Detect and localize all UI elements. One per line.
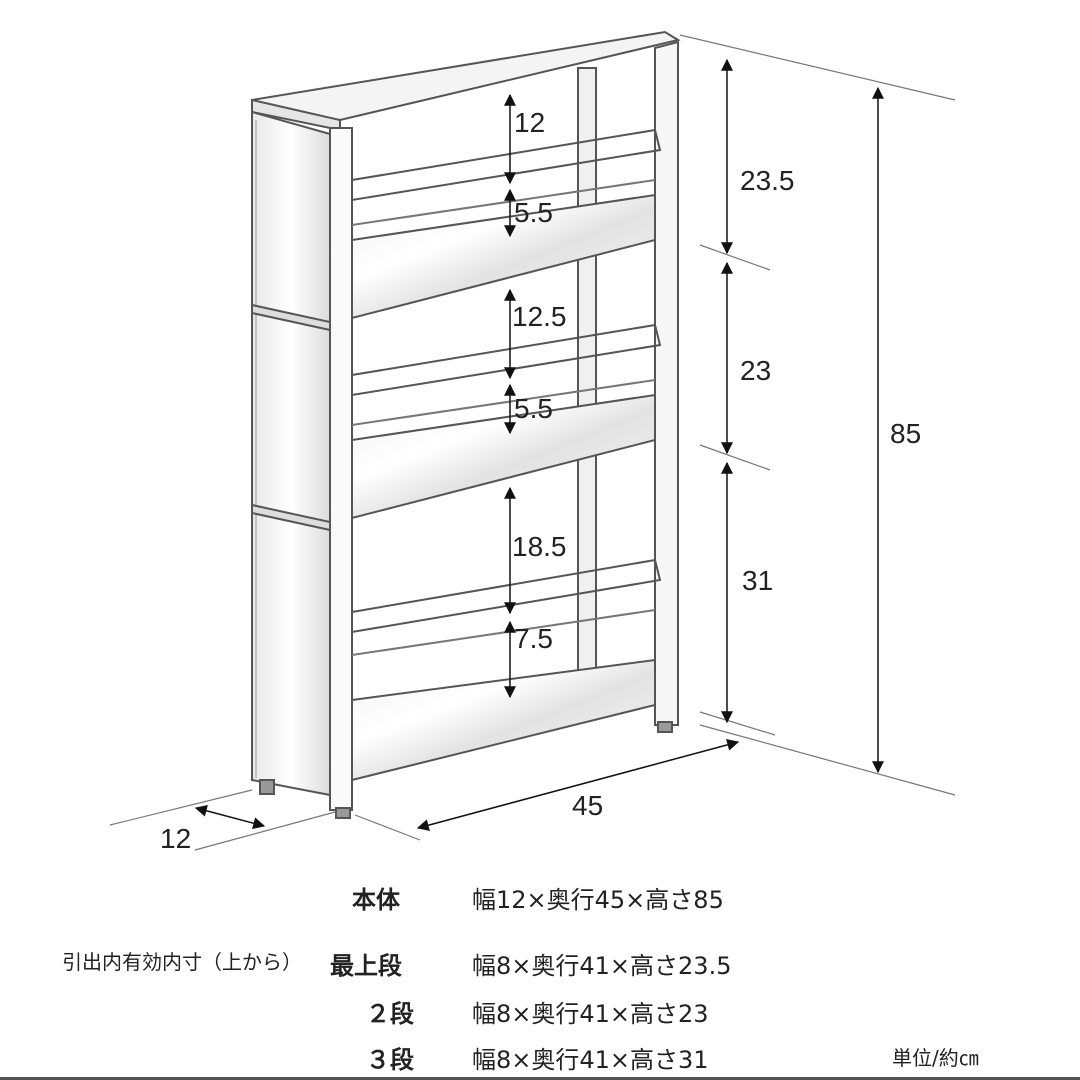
tier3-spec-label: ３段	[366, 1046, 414, 1074]
dim-drawer2-rail: 5.5	[514, 393, 553, 424]
dim-drawer2-top-gap: 12.5	[512, 301, 567, 332]
unit-note: 単位/約㎝	[892, 1046, 979, 1070]
inner-dimension-note: 引出内有効内寸（上から）	[62, 950, 302, 974]
tier1-spec-label: 最上段	[330, 952, 402, 980]
dim-drawer3-top-gap: 18.5	[512, 531, 567, 562]
dim-drawer1-rail: 5.5	[514, 197, 553, 228]
dim-total-height: 85	[890, 418, 921, 449]
dimension-arrows	[194, 58, 884, 831]
shelf-unit-drawing	[250, 30, 681, 819]
dimension-labels: 12 5.5 12.5 5.5 18.5 7.5 23.5 23 31 85 1…	[160, 107, 921, 854]
tier3-spec-value: 幅8×奥行41×高さ31	[472, 1046, 709, 1074]
extension-lines	[109, 34, 956, 851]
body-spec-label: 本体	[352, 886, 400, 914]
dim-tier3-height: 31	[742, 565, 773, 596]
tier1-spec-value: 幅8×奥行41×高さ23.5	[472, 952, 732, 980]
dim-width: 12	[160, 823, 191, 854]
dim-depth: 45	[572, 790, 603, 821]
bottom-divider	[0, 1077, 1080, 1080]
tier2-spec-value: 幅8×奥行41×高さ23	[472, 1000, 709, 1028]
furniture-dimension-diagram: 12 5.5 12.5 5.5 18.5 7.5 23.5 23 31 85 1…	[109, 30, 956, 854]
dim-tier2-height: 23	[740, 355, 771, 386]
dim-drawer1-top-gap: 12	[514, 107, 545, 138]
dim-tier1-height: 23.5	[740, 165, 795, 196]
tier2-spec-label: ２段	[366, 1000, 414, 1028]
body-spec-value: 幅12×奥行45×高さ85	[472, 886, 724, 914]
dim-drawer3-rail: 7.5	[514, 623, 553, 654]
